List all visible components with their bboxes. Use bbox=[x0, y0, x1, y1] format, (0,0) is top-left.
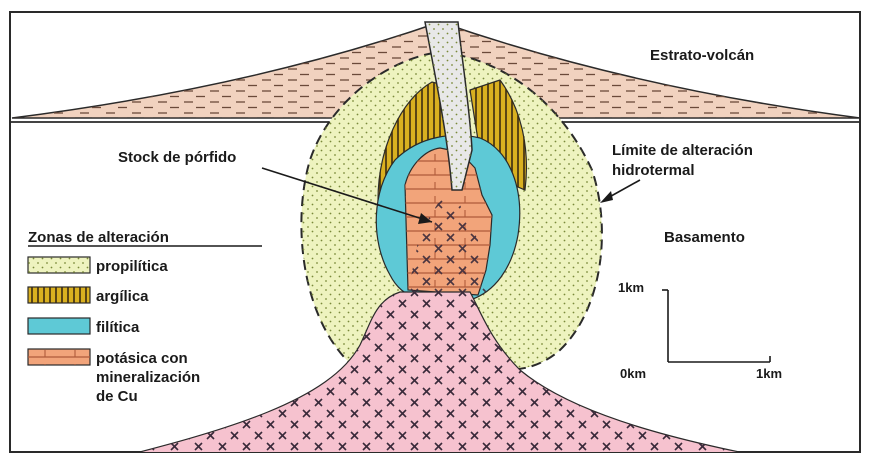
legend-title: Zonas de alteración bbox=[28, 229, 169, 246]
volcano-label: Estrato-volcán bbox=[650, 47, 754, 64]
legend-label-argillic: argílica bbox=[96, 288, 149, 305]
legend-swatch-propylitic-texture bbox=[28, 257, 90, 273]
legend-label-potassic-2: mineralización bbox=[96, 369, 200, 386]
limit-label-line1: Límite de alteración bbox=[612, 142, 753, 159]
legend-label-phyllic: filítica bbox=[96, 319, 140, 336]
legend-swatch-argillic-texture bbox=[28, 287, 90, 303]
legend-label-propylitic: propilítica bbox=[96, 258, 168, 275]
scale-y-label: 1km bbox=[618, 280, 644, 295]
legend-swatch-potassic-texture bbox=[28, 349, 90, 365]
legend-label-potassic-3: de Cu bbox=[96, 388, 138, 405]
basement-label: Basamento bbox=[664, 229, 745, 246]
stock-label: Stock de pórfido bbox=[118, 149, 236, 166]
scale-x-label: 1km bbox=[756, 366, 782, 381]
legend-swatch-phyllic bbox=[28, 318, 90, 334]
legend-label-potassic-1: potásica con bbox=[96, 350, 188, 367]
scale-origin-label: 0km bbox=[620, 366, 646, 381]
limit-label-line2: hidrotermal bbox=[612, 162, 695, 179]
